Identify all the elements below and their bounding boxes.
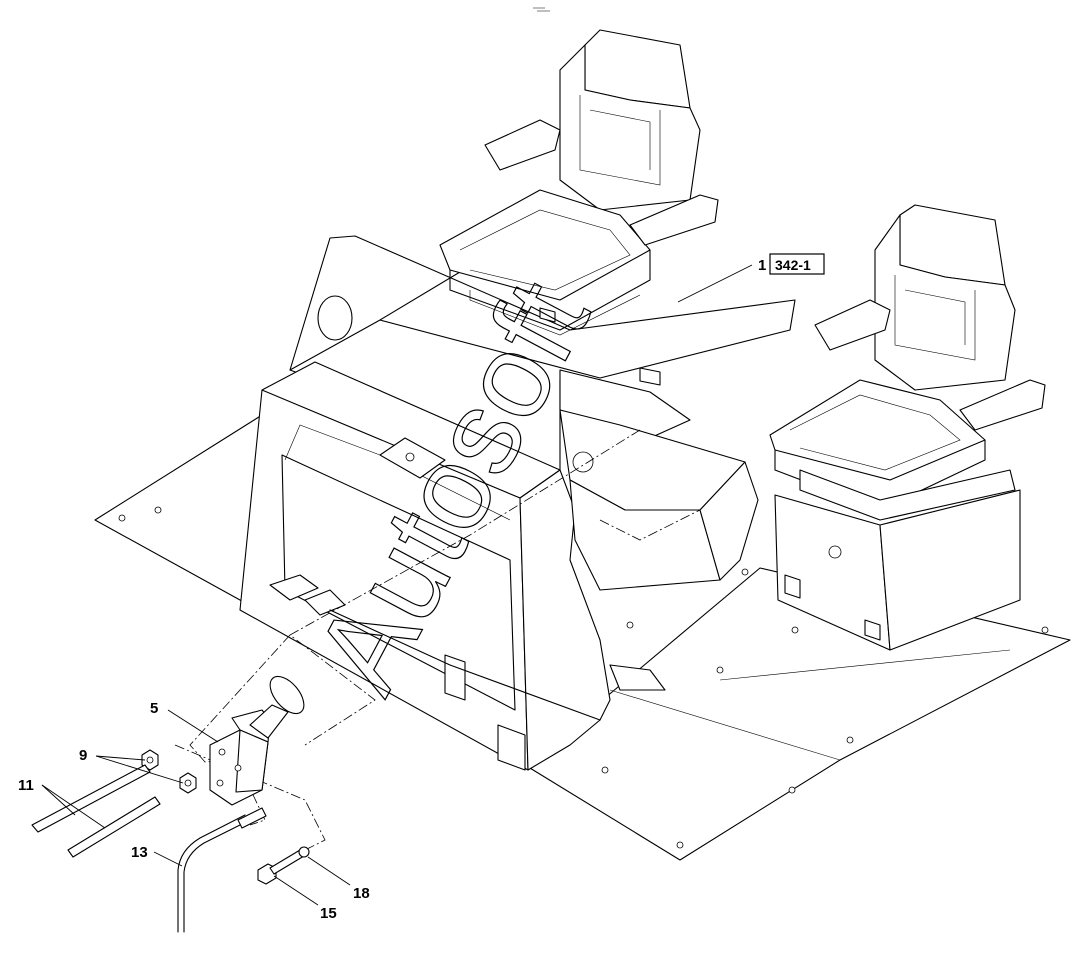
- right-floor-plate: [524, 567, 1071, 861]
- callout-11: 11: [18, 777, 34, 794]
- bolt: [257, 849, 305, 885]
- hand-pump: [209, 675, 305, 806]
- callout-9: 9: [79, 747, 87, 764]
- reference-callout: 1 342-1: [677, 253, 825, 303]
- callout-13: 13: [131, 844, 148, 861]
- callout-15: 15: [320, 905, 337, 922]
- seat-base-box: [774, 489, 1021, 651]
- callout-5: 5: [150, 700, 158, 717]
- callout-18: 18: [353, 885, 370, 902]
- callout-1: 1: [758, 257, 766, 274]
- center-pedestal: [539, 307, 759, 591]
- bent-tube: [177, 807, 267, 933]
- washer: [298, 846, 310, 858]
- console-box: [239, 361, 666, 771]
- nut-pair: [141, 749, 197, 794]
- reference-box-label: 342-1: [775, 257, 811, 273]
- seat-2: [769, 204, 1046, 521]
- leader-lines: [41, 709, 351, 906]
- stray-mark: [533, 7, 550, 12]
- seat-1: [439, 29, 719, 336]
- reference-box: [769, 253, 825, 275]
- rod-pair: [31, 764, 161, 858]
